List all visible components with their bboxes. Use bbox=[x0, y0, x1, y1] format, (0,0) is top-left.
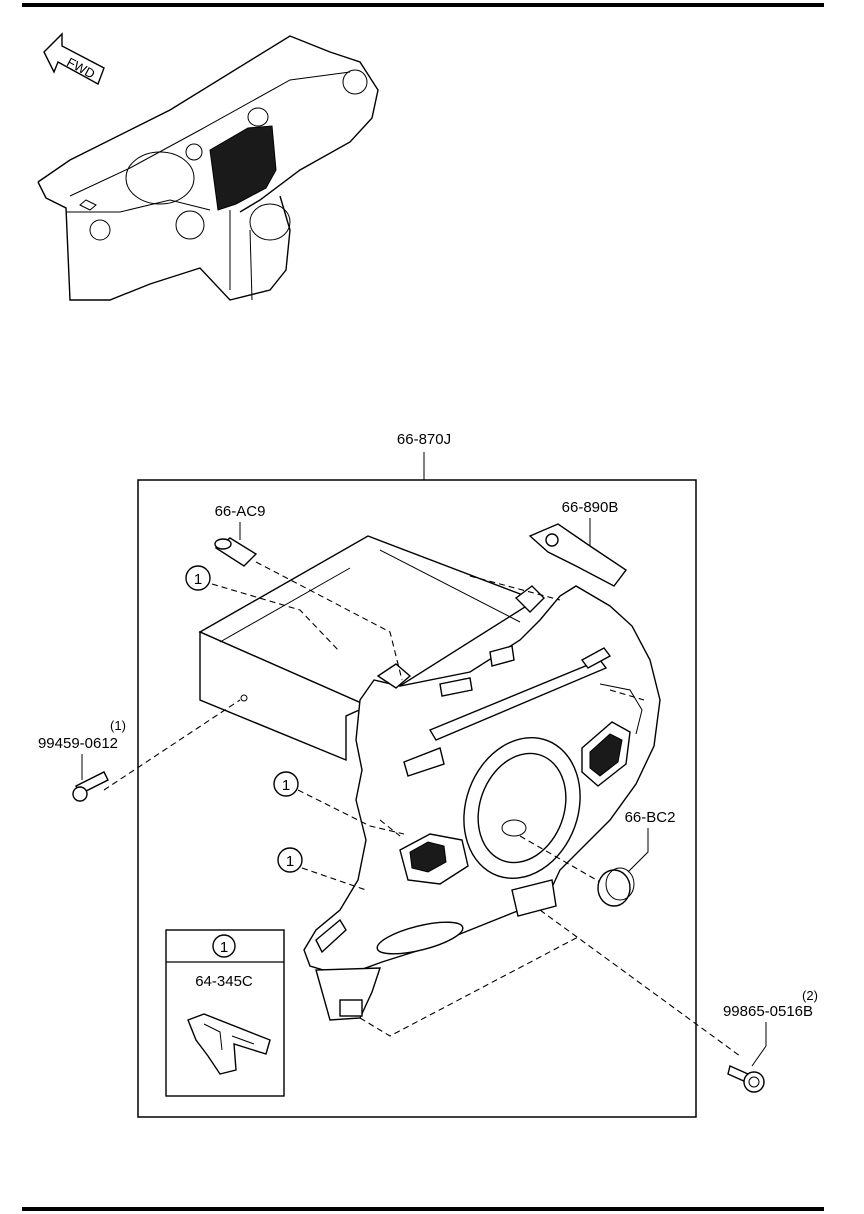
callout-66-AC9: 66-AC9 bbox=[215, 503, 266, 520]
ref-circle-1c: 1 bbox=[277, 847, 303, 873]
callout-99865-0516B: 99865-0516B bbox=[723, 1003, 813, 1020]
bracket-66-AC9 bbox=[214, 537, 258, 567]
callout-66-BC2: 66-BC2 bbox=[625, 809, 676, 826]
svg-text:1: 1 bbox=[286, 853, 294, 870]
svg-text:1: 1 bbox=[282, 777, 290, 794]
inset-part-number: 64-345C bbox=[195, 973, 253, 990]
dashboard-overview: FWD bbox=[37, 32, 379, 301]
callout-99459-0612: 99459-0612 bbox=[38, 735, 118, 752]
inset-ref-number: 1 bbox=[220, 939, 228, 956]
clip-64-345C bbox=[187, 1013, 271, 1075]
screw-99865-0516B bbox=[727, 1065, 765, 1093]
dashed-leader-lines bbox=[103, 561, 741, 1057]
fwd-label: FWD bbox=[64, 54, 97, 81]
center-panel-bezel bbox=[303, 585, 661, 1021]
qty-right-screw: (2) bbox=[802, 988, 818, 1003]
ref-circle-1a: 1 bbox=[185, 565, 211, 591]
qty-left-screw: (1) bbox=[110, 718, 126, 733]
assembly-frame bbox=[137, 479, 697, 1118]
bracket-66-890B bbox=[528, 523, 628, 587]
callout-66-870J: 66-870J bbox=[397, 431, 451, 448]
screw-99459-0612 bbox=[72, 771, 109, 802]
svg-text:1: 1 bbox=[194, 571, 202, 588]
clip-detail-inset: 1 64-345C bbox=[165, 929, 285, 1097]
callout-66-890B: 66-890B bbox=[562, 499, 619, 516]
knob-66-BC2 bbox=[597, 867, 635, 907]
fwd-arrow-icon: FWD bbox=[43, 32, 105, 86]
highlighted-panel-area bbox=[209, 125, 277, 211]
ref-circle-1b: 1 bbox=[273, 771, 299, 797]
audio-unit bbox=[198, 535, 538, 762]
